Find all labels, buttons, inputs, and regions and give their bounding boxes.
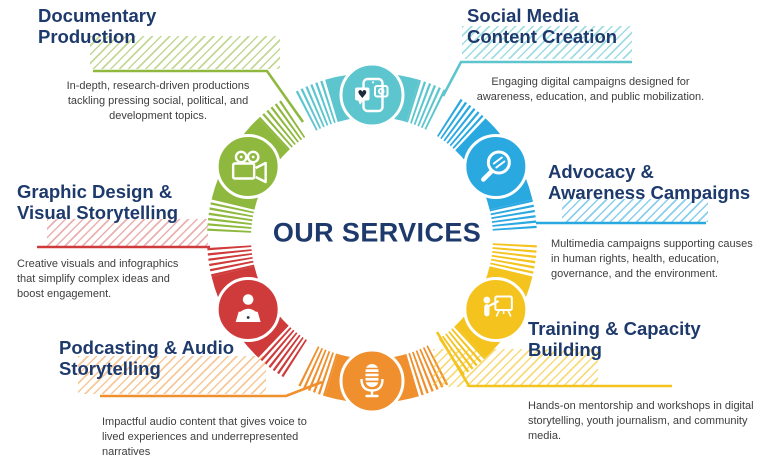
service-heading-podcasting: Podcasting & Audio Storytelling: [59, 337, 235, 379]
social-media-ribbon-hatch: [295, 79, 339, 131]
service-desc-training: Hands-on mentorship and workshops in dig…: [528, 400, 754, 442]
social-media-callout-line: [441, 60, 632, 97]
service-desc-documentary: In-depth, research-driven productions ta…: [66, 80, 250, 122]
advocacy-ribbon-hatch: [436, 98, 486, 151]
service-heading-training: Training & Capacity Building: [528, 318, 701, 360]
service-desc-advocacy: Multimedia campaigns supporting causes i…: [551, 238, 753, 280]
social-media-ribbon-hatch: [405, 79, 449, 131]
training-hatch-decoration: [433, 349, 598, 387]
service-heading-advocacy: Advocacy & Awareness Campaigns: [548, 161, 751, 203]
social-media-icon-circle: [339, 62, 405, 128]
training-ribbon-hatch: [489, 242, 537, 277]
documentary-callout-line: [93, 69, 305, 123]
service-desc-podcasting: Impactful audio content that gives voice…: [102, 416, 307, 458]
graphic-design-ribbon-hatch: [258, 325, 308, 378]
documentary-icon-circle: [215, 134, 281, 199]
service-heading-graphic-design: Graphic Design & Visual Storytelling: [17, 181, 179, 223]
service-heading-documentary: Documentary Production: [38, 5, 157, 47]
advocacy-hatch-decoration: [562, 199, 708, 222]
graphic-design-hatch-decoration: [47, 219, 208, 246]
documentary-hatch-decoration: [90, 36, 280, 69]
service-desc-graphic-design: Creative visuals and infographics that s…: [17, 258, 179, 300]
service-heading-social-media: Social Media Content Creation: [467, 5, 618, 47]
advocacy-ribbon-hatch: [489, 199, 537, 234]
social-media-hatch-decoration: [462, 26, 632, 59]
documentary-ribbon-hatch: [258, 98, 308, 151]
documentary-ribbon-hatch: [207, 199, 255, 234]
podcasting-ribbon-hatch: [295, 345, 339, 397]
training-ribbon-hatch: [436, 325, 486, 378]
service-desc-social-media: Engaging digital campaigns designed for …: [476, 76, 705, 103]
podcasting-hatch-decoration: [78, 356, 266, 394]
center-title: OUR SERVICES: [272, 217, 482, 248]
graphic-design-ribbon-hatch: [207, 242, 255, 277]
advocacy-icon-circle: [463, 134, 529, 199]
